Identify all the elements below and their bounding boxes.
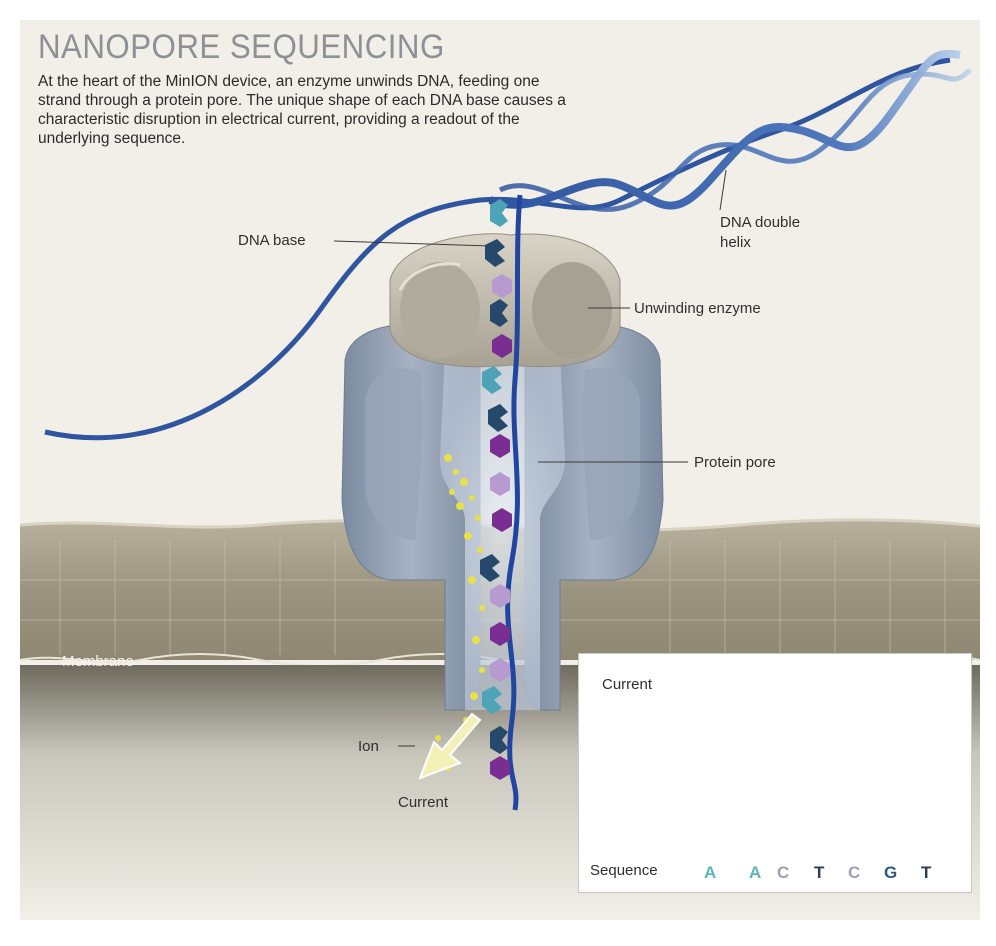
sequence-letter: C (848, 863, 861, 882)
diagram-title: NANOPORE SEQUENCING (38, 28, 445, 66)
current-arrow (418, 712, 482, 780)
dna-helix-label-line1: DNA double (720, 214, 801, 231)
dna-helix-strand-a (488, 49, 961, 210)
sequence-letter: G (884, 863, 898, 882)
dna-bases (480, 199, 512, 780)
current-readout-panel (578, 653, 972, 893)
sequence-letter: T (814, 863, 825, 882)
intro-text: At the heart of the MinION device, an en… (38, 73, 566, 147)
membrane-label: Membrane (62, 653, 134, 670)
dna-helix-strand-b (498, 68, 972, 212)
current-label: Current (398, 794, 449, 811)
nanopore-figure: NANOPORE SEQUENCING At the heart of the … (20, 20, 980, 920)
unwinding-enzyme (389, 233, 621, 368)
dna-helix-label-line2: helix (720, 234, 751, 251)
sequence-letter: C (777, 863, 790, 882)
protein-pore (341, 323, 664, 711)
enzyme-label: Unwinding enzyme (634, 300, 761, 317)
dna-base-label: DNA base (238, 232, 306, 249)
ions (426, 454, 485, 771)
sequence-letter: A (704, 863, 717, 882)
leader-lines (333, 169, 727, 747)
graph-sequence-label: Sequence (590, 862, 658, 879)
graph-current-label: Current (602, 676, 653, 693)
sequence-letter: A (749, 863, 762, 882)
sequence-letter: T (921, 863, 932, 882)
pore-label: Protein pore (694, 454, 776, 471)
dna-single-strand (505, 194, 523, 811)
ion-label: Ion (358, 738, 379, 755)
